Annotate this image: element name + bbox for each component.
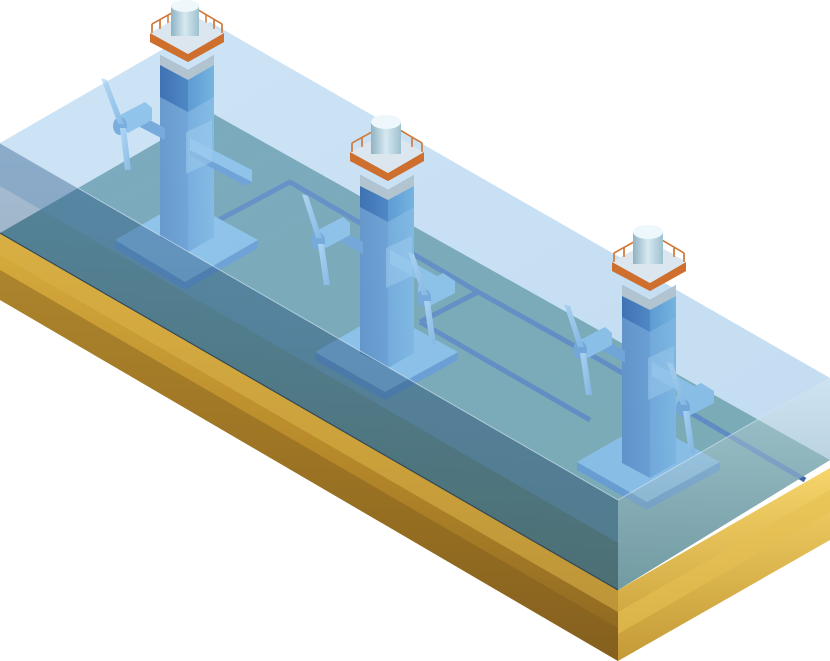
sand-band-dark [0,270,618,661]
tower-1-above-water [150,0,224,112]
tower-2-above-water [350,115,424,222]
water-surface-edge-right [617,377,830,501]
sea-water-volume [0,22,830,591]
water-front-face [0,143,618,590]
water-surface [0,22,830,500]
seabed-sand-block [0,233,830,661]
seabed-edge [0,232,619,591]
tower-3-above-water [612,225,686,332]
water-surface-edge [0,142,619,501]
sand-band-light [0,233,618,612]
water-right-face [618,378,830,590]
water-front-face-upper [0,143,618,543]
sand-right-band [618,490,830,634]
